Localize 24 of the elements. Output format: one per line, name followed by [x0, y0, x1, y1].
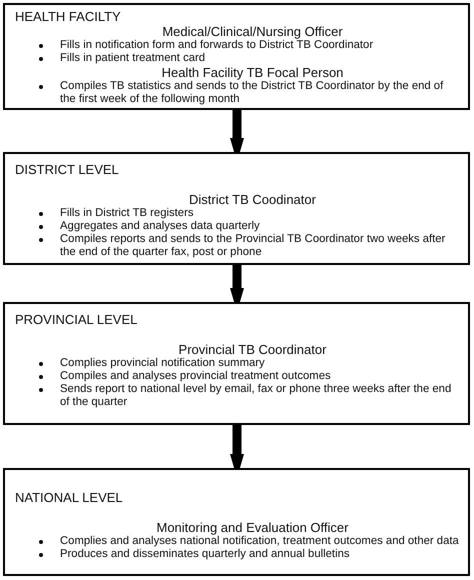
role-heading: Health Facility TB Focal Person [160, 65, 344, 80]
bullet-text: Compiles reports and sends to the Provincial TB Coordinator two weeks after the end of the quarter fax, post or phone [60, 233, 446, 259]
role-heading: District TB Coodinator [188, 192, 317, 207]
level-box [3, 302, 470, 425]
role-heading: Provincial TB Coordinator [178, 342, 328, 357]
level-box [3, 3, 470, 110]
bullet-text: Fills in notification form and forwards to District TB Coordinator [60, 39, 374, 52]
level-box [3, 152, 470, 265]
bullet-text: Compiles and analyses provincial treatment outcomes [60, 370, 331, 383]
bullet-text: Complies and analyses national notification, treatment outcomes and other data [60, 535, 459, 548]
bullet-text: Aggregates and analyses data quarterly [60, 220, 260, 233]
level-heading: DISTRICT LEVEL [15, 162, 120, 177]
bullet-text: Complies provincial notification summary [60, 357, 265, 370]
role-heading: Monitoring and Evaluation Officer [156, 520, 350, 535]
bullet-text: Produces and disseminates quarterly and annual bulletins [60, 548, 350, 561]
bullet-text: Sends report to national level by email, fax or phone three weeks after the end of the quarter [60, 383, 452, 409]
level-heading: NATIONAL LEVEL [15, 490, 124, 505]
role-heading: Medical/Clinical/Nursing Officer [161, 24, 344, 39]
bullet-text: Compiles TB statistics and sends to the District TB Coordinator by the end of the first week of the following month [60, 80, 444, 106]
level-heading: HEALTH FACILTY [15, 9, 122, 24]
bullet-text: Fills in District TB registers [60, 207, 194, 220]
level-box [3, 468, 470, 576]
level-heading: PROVINCIAL LEVEL [15, 312, 138, 327]
bullet-text: Fills in patient treatment card [60, 52, 206, 65]
